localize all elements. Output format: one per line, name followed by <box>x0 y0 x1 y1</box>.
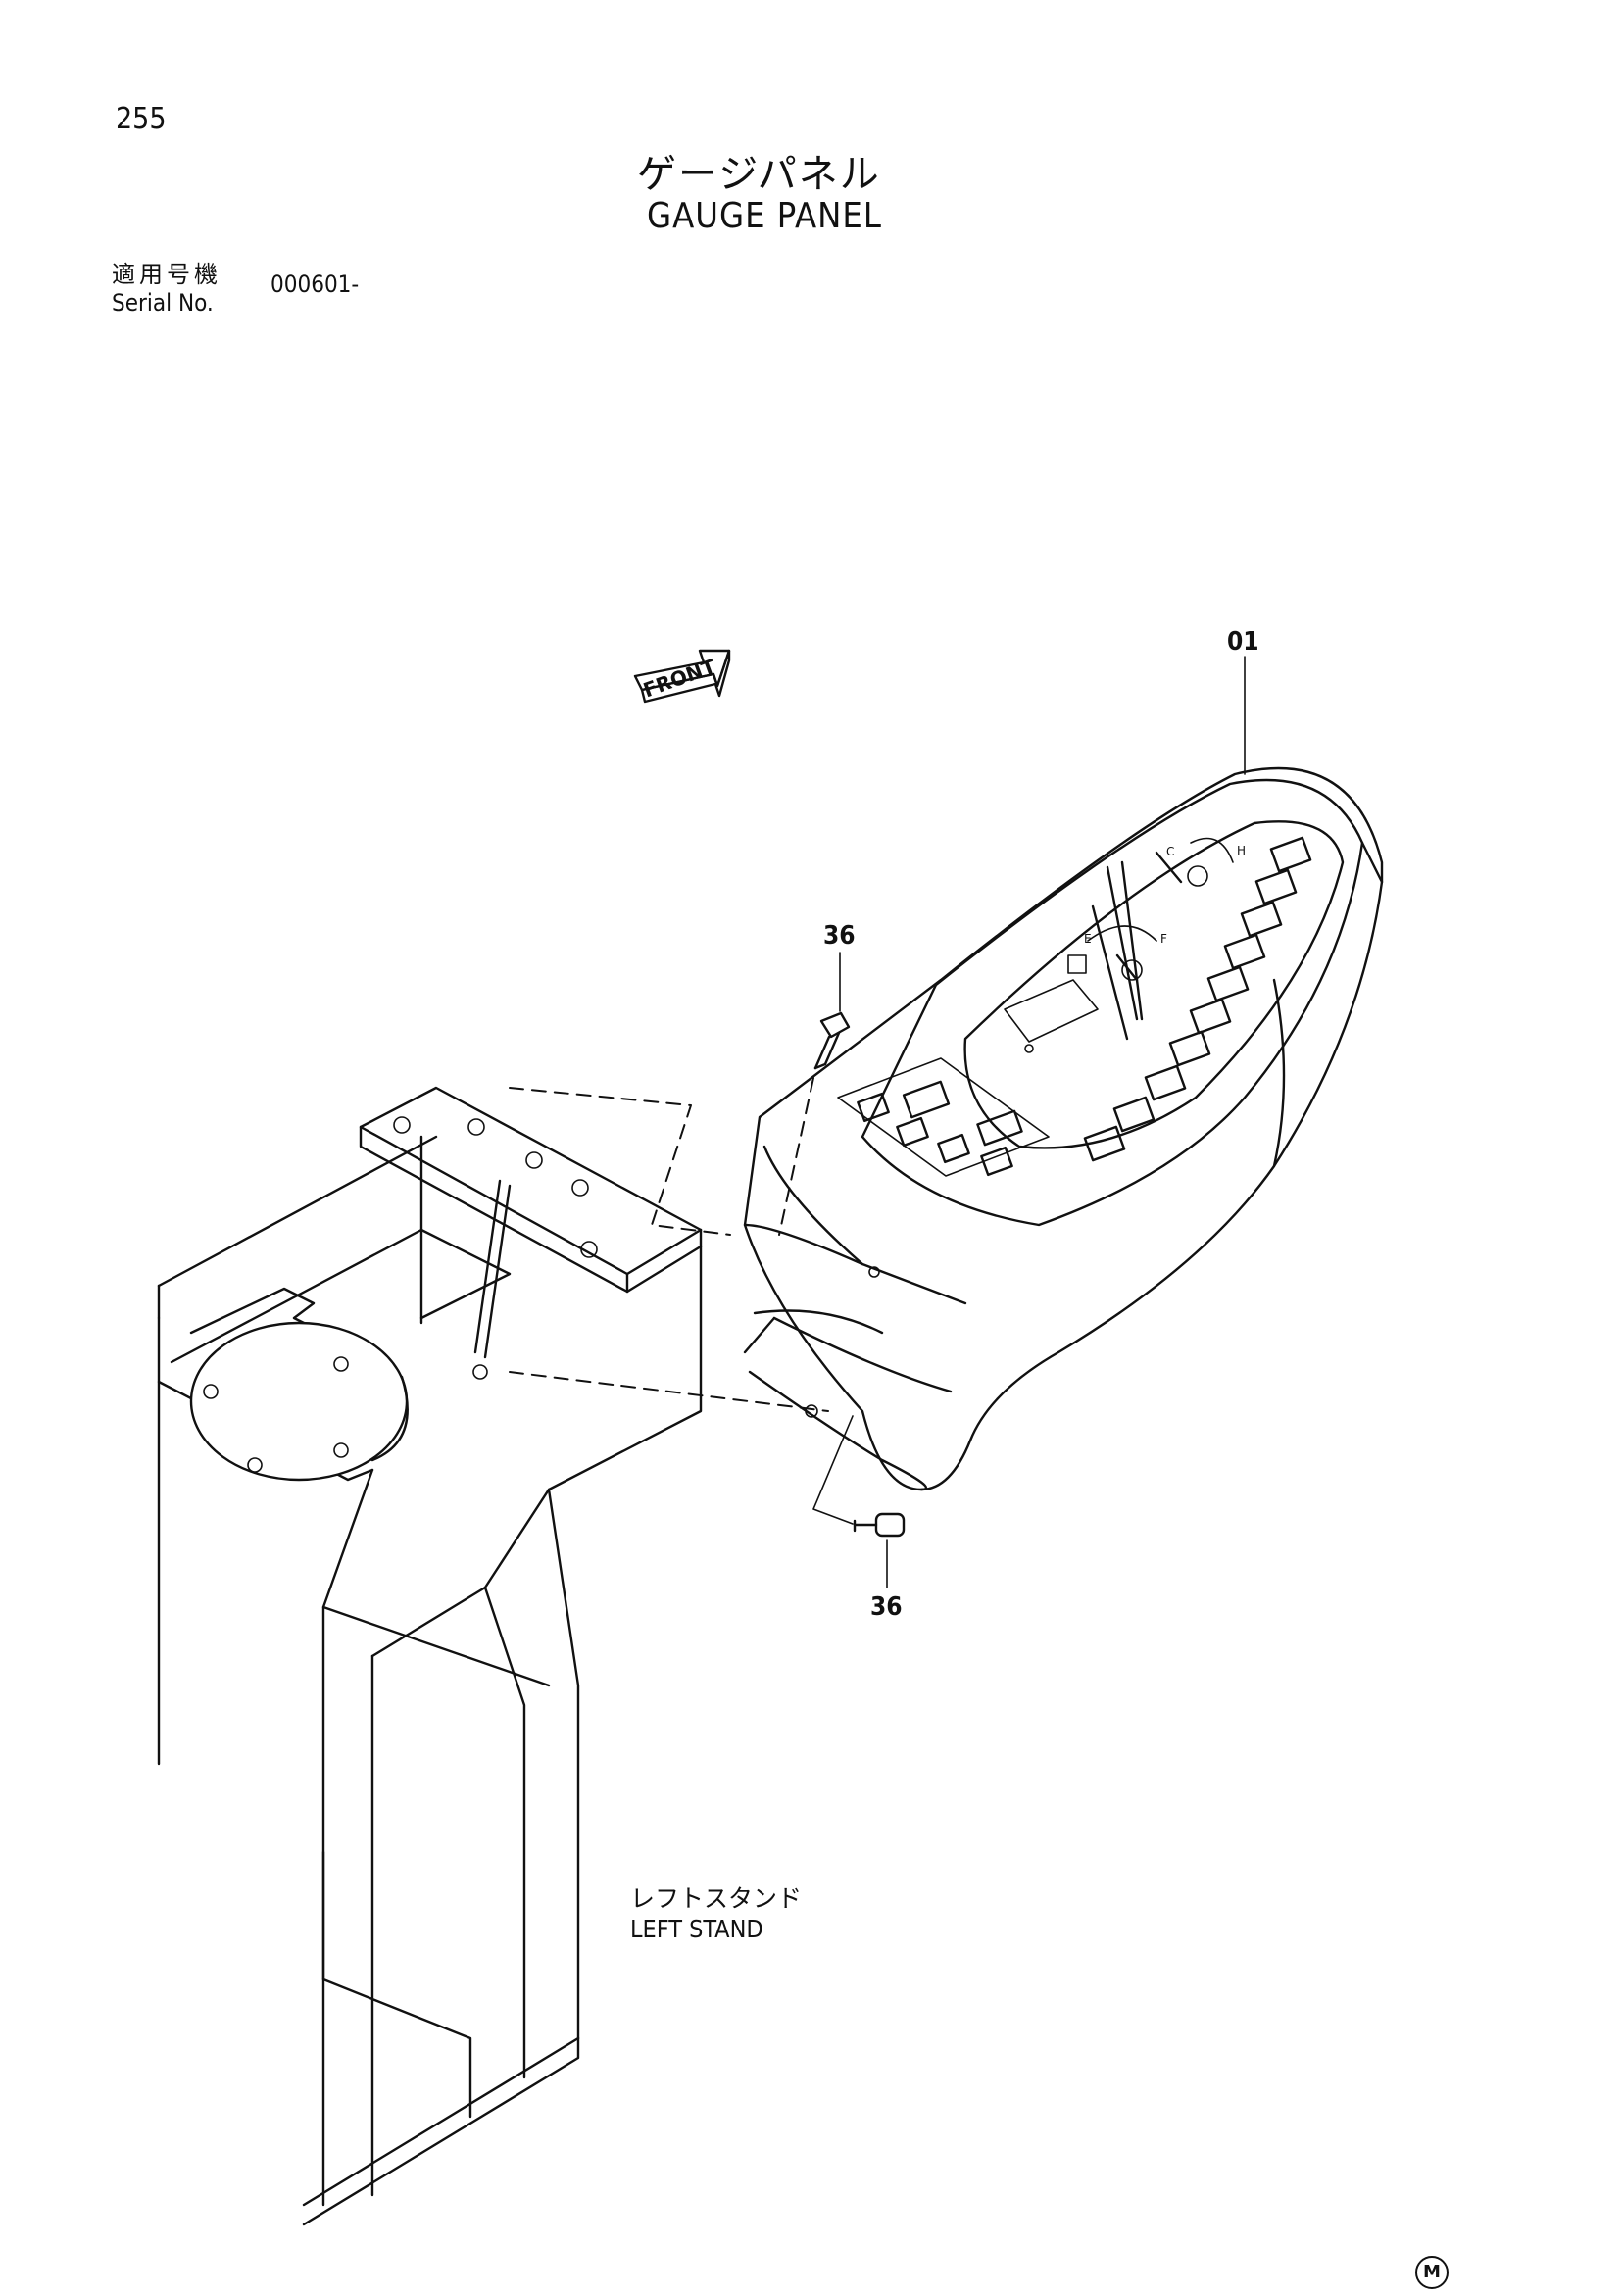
gauge-e-label: E <box>1084 932 1092 946</box>
front-arrow-label: FRONT <box>640 655 718 703</box>
serial-label-jp: 適用号機 <box>112 261 221 288</box>
left-stand-drawing <box>157 1086 703 2226</box>
front-arrow-icon: FRONT <box>633 649 731 704</box>
left-stand-label-jp: レフトスタンド <box>630 1884 803 1913</box>
callout-36-upper: 36 <box>823 921 856 951</box>
gauge-c-label: C <box>1166 845 1174 858</box>
bolt-36-lower <box>853 1512 906 1538</box>
serial-label-en: Serial No. <box>112 289 214 317</box>
assembly-line-bracket <box>509 1087 731 1236</box>
assembly-line-side <box>509 1371 829 1412</box>
serial-number-value: 000601- <box>270 270 360 298</box>
assembly-line-upper-bolt <box>778 1077 814 1236</box>
m-mark-icon: M <box>1415 2256 1449 2289</box>
left-stand-label-en: LEFT STAND <box>630 1915 763 1943</box>
indicator-lamp-column <box>1083 836 1312 1162</box>
gauge-f-label: F <box>1160 932 1167 946</box>
assembly-line-lower-bolt <box>812 1415 854 1525</box>
page-title-en: GAUGE PANEL <box>647 196 882 236</box>
gauge-panel-drawing: C H E F <box>743 766 1384 1491</box>
gauge-h-label: H <box>1237 844 1246 857</box>
callout-01: 01 <box>1227 627 1259 657</box>
callout-36-lower: 36 <box>870 1592 903 1622</box>
page-number: 255 <box>116 102 167 136</box>
bolt-36-upper <box>813 1011 851 1070</box>
page-title-jp: ゲージパネル <box>637 152 881 197</box>
switch-buttons <box>857 1080 1023 1177</box>
